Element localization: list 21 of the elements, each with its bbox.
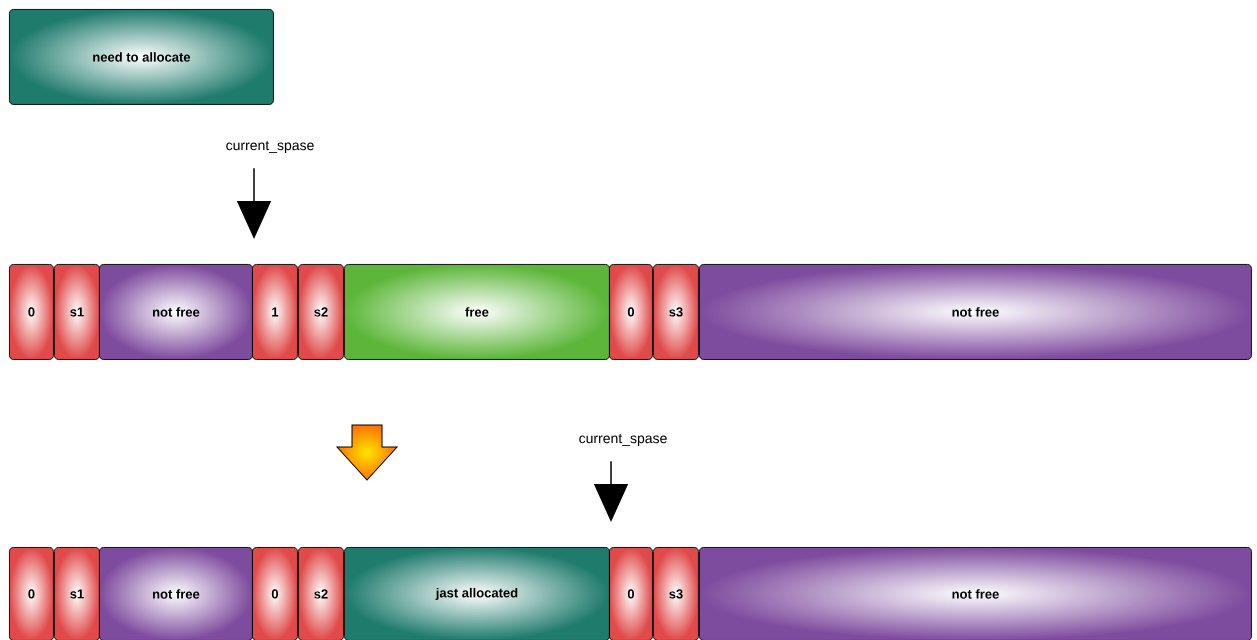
memory-cell: 0 (609, 264, 653, 360)
memory-cell: 0 (252, 547, 298, 640)
memory-cell: s1 (54, 264, 100, 360)
memory-cell: 1 (252, 264, 298, 360)
memory-cell: s2 (298, 264, 344, 360)
memory-cell: jast allocated (344, 547, 610, 640)
allocation-box: need to allocate (9, 9, 274, 105)
memory-cell: s1 (54, 547, 100, 640)
memory-cell: not free (699, 264, 1252, 360)
memory-cell: 0 (609, 547, 653, 640)
pointer-label: current_spase (579, 434, 667, 446)
memory-cell: 0 (9, 264, 54, 360)
memory-cell: s3 (653, 547, 699, 640)
memory-cell: s3 (653, 264, 699, 360)
memory-cell: 0 (9, 547, 54, 640)
pointer-label: current_spase (226, 141, 314, 153)
memory-cell: not free (99, 264, 253, 360)
memory-cell: free (344, 264, 610, 360)
memory-cell: not free (699, 547, 1252, 640)
memory-cell: s2 (298, 547, 344, 640)
memory-cell: not free (99, 547, 253, 640)
